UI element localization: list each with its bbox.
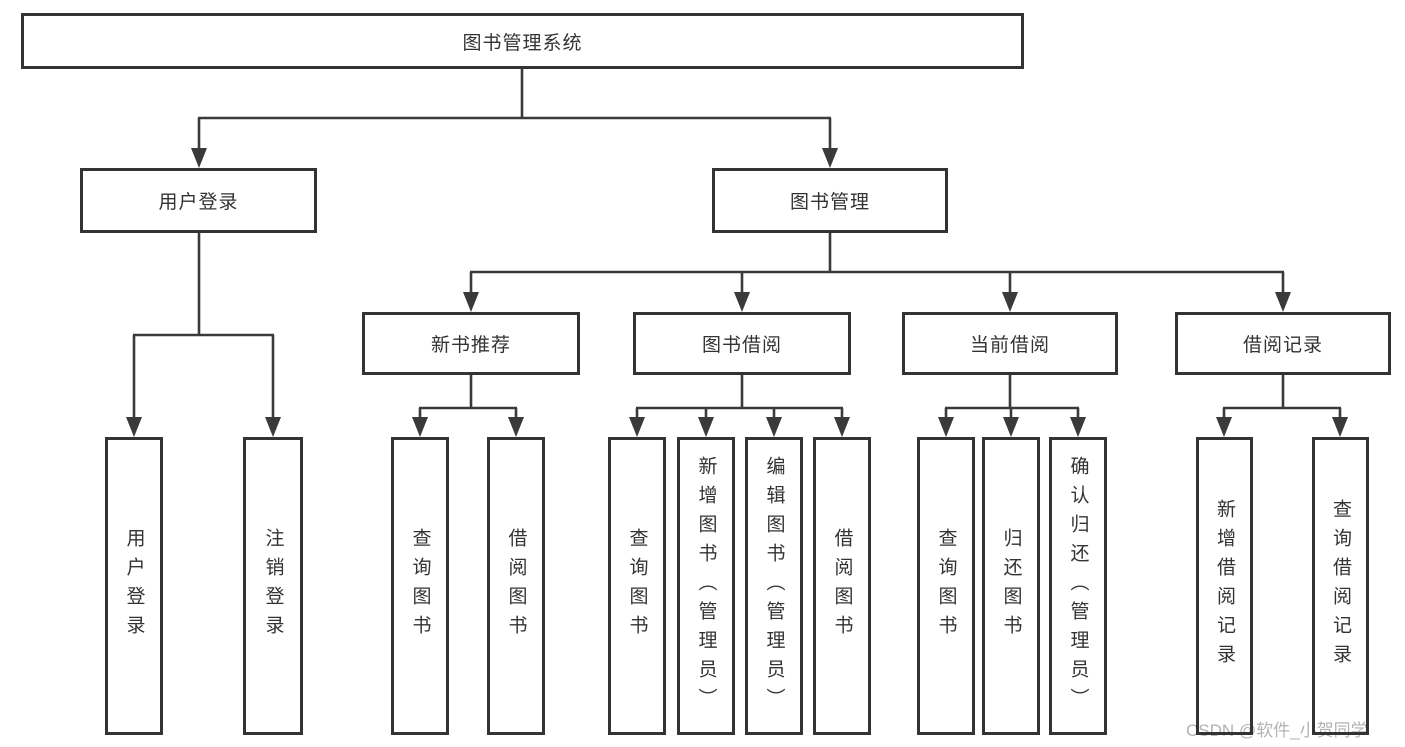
arrowhead <box>463 292 479 312</box>
node-label: 确认归还（管理员） <box>1067 455 1089 717</box>
leaf-user-login: 用户登录 <box>105 437 163 735</box>
arrowhead <box>1332 417 1348 437</box>
arrowhead <box>1070 417 1086 437</box>
leaf-borrow-books-recommend: 借阅图书 <box>487 437 545 735</box>
arrowhead <box>938 417 954 437</box>
arrowhead <box>1003 417 1019 437</box>
csdn-watermark: CSDN @软件_小贺同学 <box>1186 721 1368 740</box>
node-label: 当前借阅 <box>969 335 1050 356</box>
leaf-query-books-recommend: 查询图书 <box>391 437 449 735</box>
arrowhead <box>1275 292 1291 312</box>
node-label: 编辑图书（管理员） <box>763 455 785 717</box>
node-label: 图书借阅 <box>701 335 782 356</box>
node-user-login: 用户登录 <box>80 168 317 233</box>
leaf-add-borrow-record: 新增借阅记录 <box>1196 437 1253 735</box>
arrowhead <box>508 417 524 437</box>
arrowhead <box>265 417 281 437</box>
node-label: 新书推荐 <box>430 335 511 356</box>
leaf-borrow-books: 借阅图书 <box>813 437 871 735</box>
node-label: 用户登录 <box>158 192 239 213</box>
node-label: 查询借阅记录 <box>1330 499 1351 673</box>
node-label: 图书管理 <box>789 192 870 213</box>
leaf-return-books: 归还图书 <box>982 437 1040 735</box>
node-label: 用户登录 <box>123 528 145 644</box>
node-label: 查询图书 <box>626 528 648 644</box>
arrowhead <box>1216 417 1232 437</box>
leaf-add-books-admin: 新增图书（管理员） <box>677 437 735 735</box>
node-label: 查询图书 <box>409 528 431 644</box>
leaf-edit-books-admin: 编辑图书（管理员） <box>745 437 803 735</box>
arrowhead <box>698 417 714 437</box>
node-label: 查询图书 <box>935 528 957 644</box>
node-label: 新增图书（管理员） <box>695 455 717 717</box>
node-book-management: 图书管理 <box>712 168 948 233</box>
node-library-management-system: 图书管理系统 <box>21 13 1024 69</box>
leaf-logout: 注销登录 <box>243 437 303 735</box>
node-borrowing-records: 借阅记录 <box>1175 312 1391 375</box>
arrowhead <box>834 417 850 437</box>
arrowhead <box>191 148 207 168</box>
arrowhead <box>734 292 750 312</box>
arrowhead <box>629 417 645 437</box>
leaf-query-borrow-record: 查询借阅记录 <box>1312 437 1369 735</box>
leaf-query-books-borrowing: 查询图书 <box>608 437 666 735</box>
node-book-borrowing: 图书借阅 <box>633 312 851 375</box>
node-label: 借阅图书 <box>505 528 527 644</box>
leaf-confirm-return-admin: 确认归还（管理员） <box>1049 437 1107 735</box>
node-label: 借阅图书 <box>831 528 853 644</box>
node-label: 图书管理系统 <box>462 32 583 54</box>
node-label: 注销登录 <box>262 528 284 644</box>
node-current-borrowing: 当前借阅 <box>902 312 1118 375</box>
node-label: 新增借阅记录 <box>1214 499 1235 673</box>
node-label: 归还图书 <box>1000 528 1022 644</box>
leaf-query-books-current: 查询图书 <box>917 437 975 735</box>
node-label: 借阅记录 <box>1242 335 1323 356</box>
arrowhead <box>766 417 782 437</box>
arrowhead <box>822 148 838 168</box>
arrowhead <box>1002 292 1018 312</box>
arrowhead <box>412 417 428 437</box>
node-new-book-recommendation: 新书推荐 <box>362 312 580 375</box>
arrowhead <box>126 417 142 437</box>
